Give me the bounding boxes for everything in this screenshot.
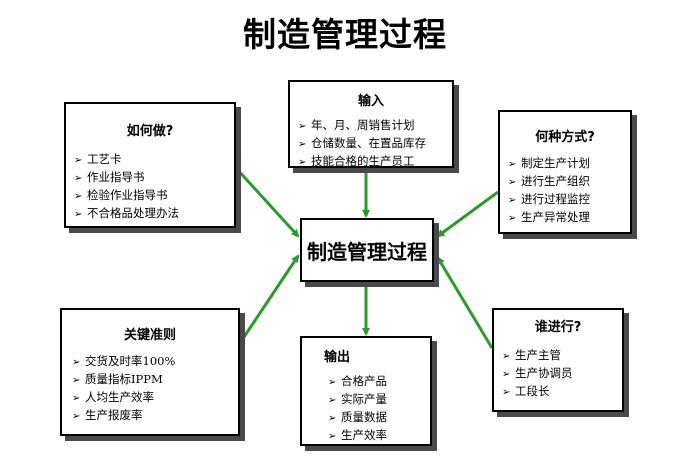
bullet-arrow-icon: ➢ — [508, 213, 517, 224]
bullet-arrow-icon: ➢ — [298, 121, 307, 132]
bullet-arrow-icon: ➢ — [74, 173, 83, 184]
list-item: ➢生产报废率 — [72, 407, 238, 425]
list-item: ➢人均生产效率 — [72, 389, 238, 407]
bullet-arrow-icon: ➢ — [508, 177, 517, 188]
list-item: ➢质量指标IPPM — [72, 371, 238, 389]
list-item: ➢进行生产组织 — [508, 173, 630, 191]
input-box: 输入 ➢年、月、周销售计划 ➢仓储数量、在置品库存 ➢技能合格的生产员工 — [288, 80, 454, 168]
center-label: 制造管理过程 — [307, 239, 427, 264]
output-list: ➢合格产品 ➢实际产量 ➢质量数据 ➢生产效率 — [302, 373, 430, 445]
list-item: ➢制定生产计划 — [508, 155, 630, 173]
how-list: ➢工艺卡 ➢作业指导书 ➢检验作业指导书 ➢不合格品处理办法 — [66, 151, 234, 223]
bullet-arrow-icon: ➢ — [74, 155, 83, 166]
bullet-arrow-icon: ➢ — [502, 369, 511, 380]
bullet-arrow-icon: ➢ — [298, 157, 307, 168]
bullet-arrow-icon: ➢ — [74, 191, 83, 202]
bullet-arrow-icon: ➢ — [328, 377, 337, 388]
list-item: ➢进行过程监控 — [508, 191, 630, 209]
list-item: ➢检验作业指导书 — [74, 187, 234, 205]
list-item: ➢合格产品 — [328, 373, 430, 391]
list-item: ➢年、月、周销售计划 — [298, 117, 452, 135]
list-item: ➢技能合格的生产员工 — [298, 153, 452, 171]
list-item: ➢生产效率 — [328, 427, 430, 445]
bullet-arrow-icon: ➢ — [72, 393, 81, 404]
arrow-method-to-center — [436, 190, 499, 238]
bullet-arrow-icon: ➢ — [298, 139, 307, 150]
who-box-title: 谁进行? — [534, 320, 582, 335]
input-list: ➢年、月、周销售计划 ➢仓储数量、在置品库存 ➢技能合格的生产员工 — [290, 117, 452, 171]
output-box-title: 输出 — [324, 350, 351, 365]
method-list: ➢制定生产计划 ➢进行生产组织 ➢进行过程监控 ➢生产异常处理 — [500, 155, 630, 227]
arrow-how-to-center — [234, 166, 300, 238]
list-item: ➢生产异常处理 — [508, 209, 630, 227]
list-item: ➢仓储数量、在置品库存 — [298, 135, 452, 153]
kpi-box: 关键准则 ➢交货及时率100% ➢质量指标IPPM ➢人均生产效率 ➢生产报废率 — [60, 308, 240, 436]
how-box-title: 如何做? — [126, 124, 174, 139]
bullet-arrow-icon: ➢ — [508, 159, 517, 170]
who-box: 谁进行? ➢生产主管 ➢生产协调员 ➢工段长 — [492, 308, 624, 412]
list-item: ➢工段长 — [502, 383, 622, 401]
page-title: 制造管理过程 — [243, 15, 447, 54]
bullet-arrow-icon: ➢ — [72, 411, 81, 422]
method-box: 何种方式? ➢制定生产计划 ➢进行生产组织 ➢进行过程监控 ➢生产异常处理 — [498, 110, 632, 234]
output-box: 输出 ➢合格产品 ➢实际产量 ➢质量数据 ➢生产效率 — [300, 336, 432, 446]
list-item: ➢生产主管 — [502, 347, 622, 365]
bullet-arrow-icon: ➢ — [72, 375, 81, 386]
bullet-arrow-icon: ➢ — [502, 387, 511, 398]
arrow-kpi-to-center — [236, 254, 300, 347]
bullet-arrow-icon: ➢ — [328, 431, 337, 442]
bullet-arrow-icon: ➢ — [508, 195, 517, 206]
how-box: 如何做? ➢工艺卡 ➢作业指导书 ➢检验作业指导书 ➢不合格品处理办法 — [64, 102, 236, 228]
bullet-arrow-icon: ➢ — [328, 413, 337, 424]
arrow-who-to-center — [436, 256, 494, 349]
list-item: ➢作业指导书 — [74, 169, 234, 187]
bullet-arrow-icon: ➢ — [72, 357, 81, 368]
bullet-arrow-icon: ➢ — [328, 395, 337, 406]
list-item: ➢不合格品处理办法 — [74, 205, 234, 223]
kpi-list: ➢交货及时率100% ➢质量指标IPPM ➢人均生产效率 ➢生产报废率 — [62, 353, 238, 425]
who-list: ➢生产主管 ➢生产协调员 ➢工段长 — [494, 347, 622, 401]
list-item: ➢工艺卡 — [74, 151, 234, 169]
list-item: ➢质量数据 — [328, 409, 430, 427]
input-box-title: 输入 — [357, 94, 384, 109]
method-box-title: 何种方式? — [535, 130, 595, 145]
bullet-arrow-icon: ➢ — [502, 351, 511, 362]
kpi-box-title: 关键准则 — [123, 328, 176, 343]
center-box: 制造管理过程 — [300, 218, 434, 282]
list-item: ➢实际产量 — [328, 391, 430, 409]
bullet-arrow-icon: ➢ — [74, 209, 83, 220]
list-item: ➢交货及时率100% — [72, 353, 238, 371]
list-item: ➢生产协调员 — [502, 365, 622, 383]
